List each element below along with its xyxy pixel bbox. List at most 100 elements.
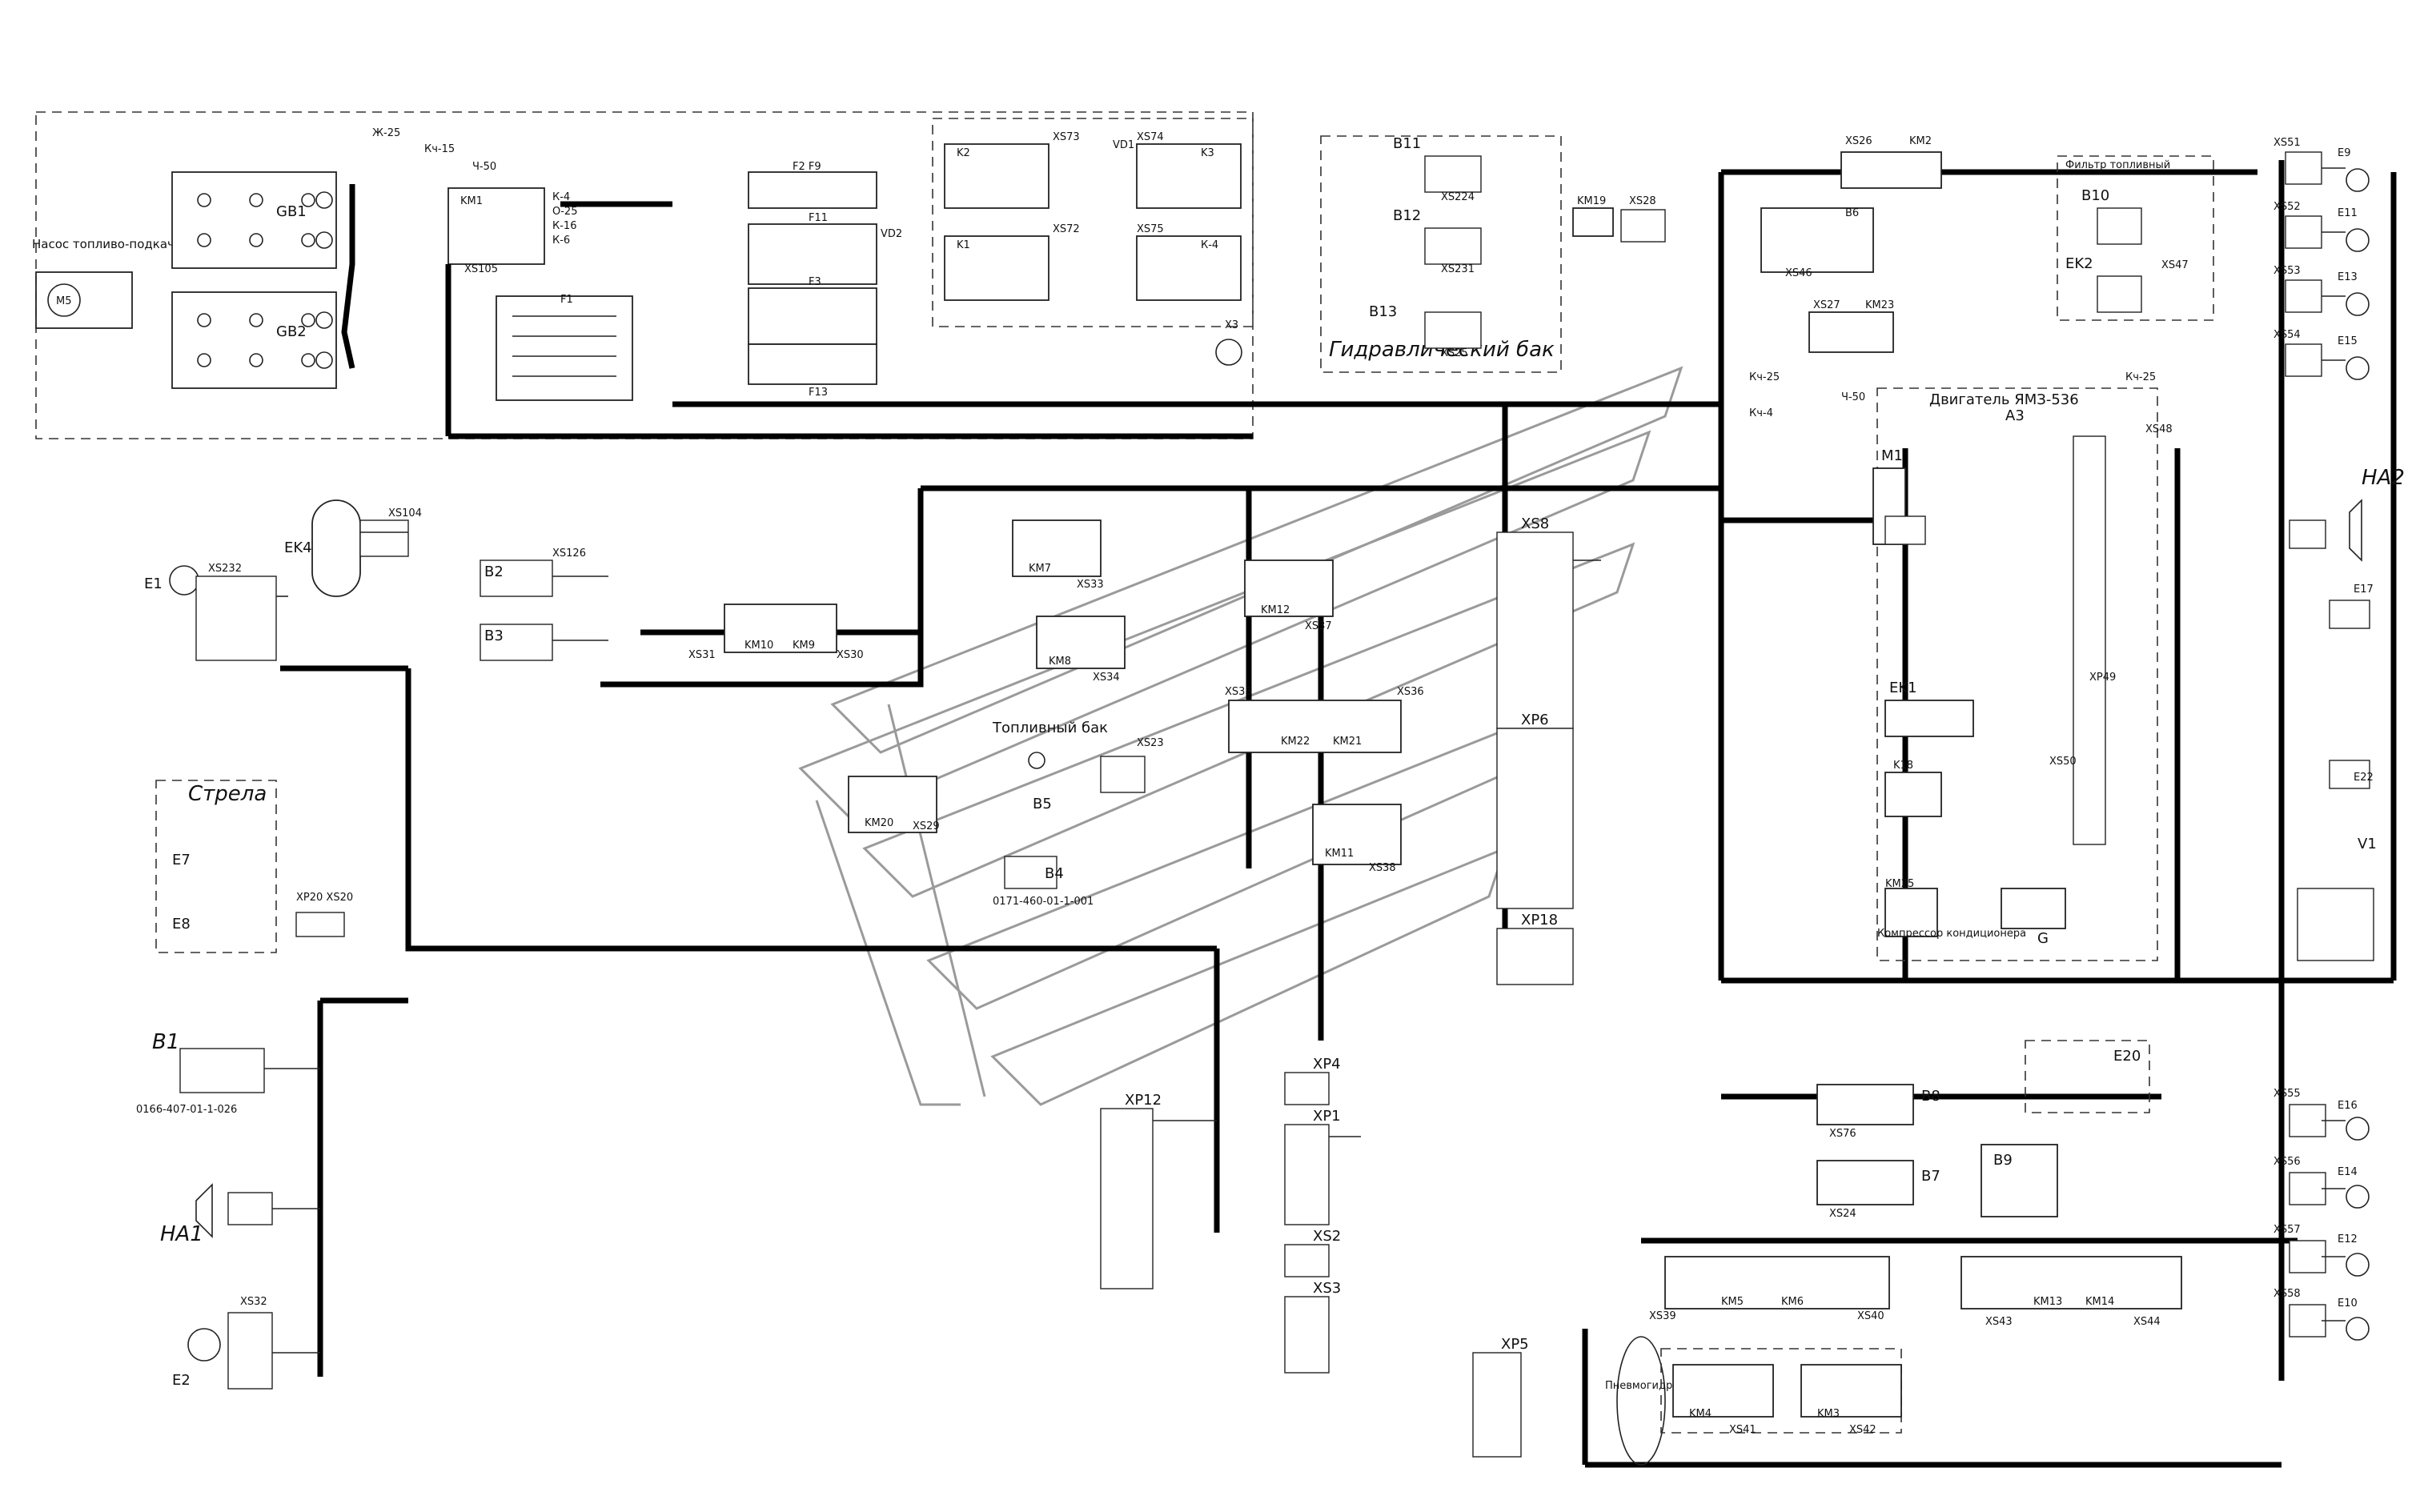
xs48-label: XS48 [2145, 423, 2173, 435]
xs75-label: XS75 [1137, 223, 1164, 235]
sensor-b7: B7 XS24 [1816, 1160, 1940, 1220]
lamp-e20: E20 [2025, 1040, 2150, 1113]
lamp-e17: E17 [2329, 584, 2374, 629]
relay-km5-km6: KM5 KM6 XS39 XS40 [1649, 1256, 1890, 1322]
connector-xp6: XP6 [1496, 712, 1574, 909]
battery-panel-frame [35, 111, 1254, 439]
e22-label: E22 [2354, 772, 2374, 784]
sensor-b3: B3 [480, 624, 553, 661]
f1-label: F1 [560, 294, 573, 306]
k4-label: К-4 [1201, 239, 1218, 251]
xs40-label: XS40 [1857, 1310, 1884, 1322]
connector-xs2: XS2 [1284, 1228, 1341, 1277]
sensor-b2: B2 XS126 [480, 547, 586, 597]
k3-label: K3 [1201, 147, 1214, 159]
xs32-label: XS32 [240, 1296, 267, 1308]
g-label: G [2037, 930, 2049, 947]
b8-label: B8 [1921, 1088, 1940, 1105]
f2f9-label: F2 F9 [793, 161, 821, 173]
fuse-block-f3: F3 [748, 276, 877, 345]
engine-group: Двигатель ЯМЗ-536 A3 M1 XS48 XP49 EK1 K1… [1872, 387, 2173, 961]
relay-km11: KM11 XS38 [1312, 804, 1402, 874]
o25-wire-label: О-25 [552, 206, 577, 218]
xs73-label: XS73 [1053, 131, 1080, 143]
xs30-label: XS30 [837, 649, 864, 661]
b10-label: B10 [2081, 187, 2109, 204]
xs47-label: XS47 [2161, 259, 2189, 271]
connector-xp4: XP4 [1284, 1056, 1341, 1105]
relay-km20: KM20 XS29 [848, 776, 940, 833]
xs46-label: XS46 [1785, 267, 1812, 279]
gb1-label: GB1 [276, 203, 307, 220]
fuse-block-f11: F11 VD2 [748, 212, 902, 285]
ek1-label: EK1 [1889, 680, 1917, 696]
b7-label: B7 [1921, 1168, 1940, 1185]
ch50-wire-label: Ч-50 [472, 161, 496, 173]
heater-ek4: EK4 XS104 [284, 499, 422, 597]
xs55-label: XS55 [2273, 1088, 2301, 1100]
xs27-label: XS27 [1813, 299, 1840, 311]
b9-label: B9 [1993, 1152, 2013, 1169]
zh25-wire-label: Ж-25 [372, 127, 400, 139]
km5-label: KM5 [1721, 1296, 1744, 1308]
v1-label: V1 [2358, 836, 2377, 852]
sensor-b1: B1 0166-407-01-1-026 [136, 1030, 265, 1116]
e2-label: E2 [172, 1372, 191, 1389]
vd1-label: VD1 [1113, 139, 1134, 151]
b12-label: B12 [1393, 207, 1421, 224]
km6-label: KM6 [1781, 1296, 1804, 1308]
fuse-block-f1: F1 [496, 294, 633, 401]
b11-label: B11 [1393, 135, 1421, 152]
lamp-e14: E14 XS56 [2273, 1156, 2370, 1209]
relay-km10-km9: KM10 KM9 XS31 XS30 [688, 604, 864, 661]
xs50-label: XS50 [2049, 756, 2077, 768]
km3-label: KM3 [1817, 1408, 1840, 1420]
e17-label: E17 [2354, 584, 2374, 596]
x3-label: X3 [1225, 319, 1238, 331]
km2-label: KM2 [1909, 135, 1932, 147]
e13-label: E13 [2338, 271, 2358, 283]
e15-label: E15 [2338, 335, 2358, 347]
xs52-label: XS52 [2273, 201, 2301, 213]
km1-label: KM1 [460, 195, 483, 207]
xs74-label: XS74 [1137, 131, 1164, 143]
xs35-label: XS35 [1225, 686, 1252, 698]
relay-km2: KM2 XS26 [1840, 135, 1942, 189]
thin-wires [264, 167, 2346, 1354]
f11-label: F11 [809, 212, 828, 224]
ha2-label: HA2 [2362, 466, 2405, 490]
xs72-label: XS72 [1053, 223, 1080, 235]
kch25-right-wire-label: Кч-25 [2125, 371, 2156, 383]
connector-x3: X3 [1215, 319, 1242, 366]
km25-label: KM25 [1885, 878, 1914, 890]
relay-km19: KM19 XS28 [1572, 195, 1666, 243]
relay-km7: KM7 XS33 [1012, 519, 1104, 591]
b3-label: B3 [484, 628, 504, 644]
k6-wire-label: К-6 [552, 235, 570, 247]
b6-label: B6 [1845, 207, 1859, 219]
km14-label: KM14 [2085, 1296, 2114, 1308]
relay-k2: K2 XS73 [944, 131, 1080, 209]
connector-xp5: XP5 [1472, 1336, 1529, 1458]
xs104-label: XS104 [388, 507, 422, 519]
xs58-label: XS58 [2273, 1288, 2301, 1300]
lamp-e1: E1 XS232 [144, 563, 277, 661]
wire-labels-engine: Кч-25 Кч-4 Ч-50 Кч-25 [1749, 371, 2156, 419]
km9-label: KM9 [793, 640, 815, 652]
b4-label: B4 [1045, 865, 1064, 882]
xp4-label: XP4 [1313, 1056, 1341, 1073]
relay-km22-km21: KM22 KM21 XS35 XS36 [1225, 686, 1424, 753]
km12-label: KM12 [1261, 604, 1290, 616]
relay-km1: KM1 XS105 К-4 О-25 К-16 К-6 Кч-15 Ж-25 Ч… [372, 127, 577, 275]
m1-label: M1 [1881, 447, 1903, 464]
xp18-label: XP18 [1521, 912, 1558, 928]
xs39-label: XS39 [1649, 1310, 1676, 1322]
xs231-label: XS231 [1441, 263, 1475, 275]
k16-wire-label: К-16 [552, 220, 576, 232]
km4-label: KM4 [1689, 1408, 1712, 1420]
km20-label: KM20 [865, 817, 893, 829]
relay-k4: К-4 XS75 [1136, 223, 1242, 301]
fuel-tank-label: Топливный бак [992, 720, 1108, 736]
xs24-label: XS24 [1829, 1208, 1856, 1220]
xs26-label: XS26 [1845, 135, 1872, 147]
